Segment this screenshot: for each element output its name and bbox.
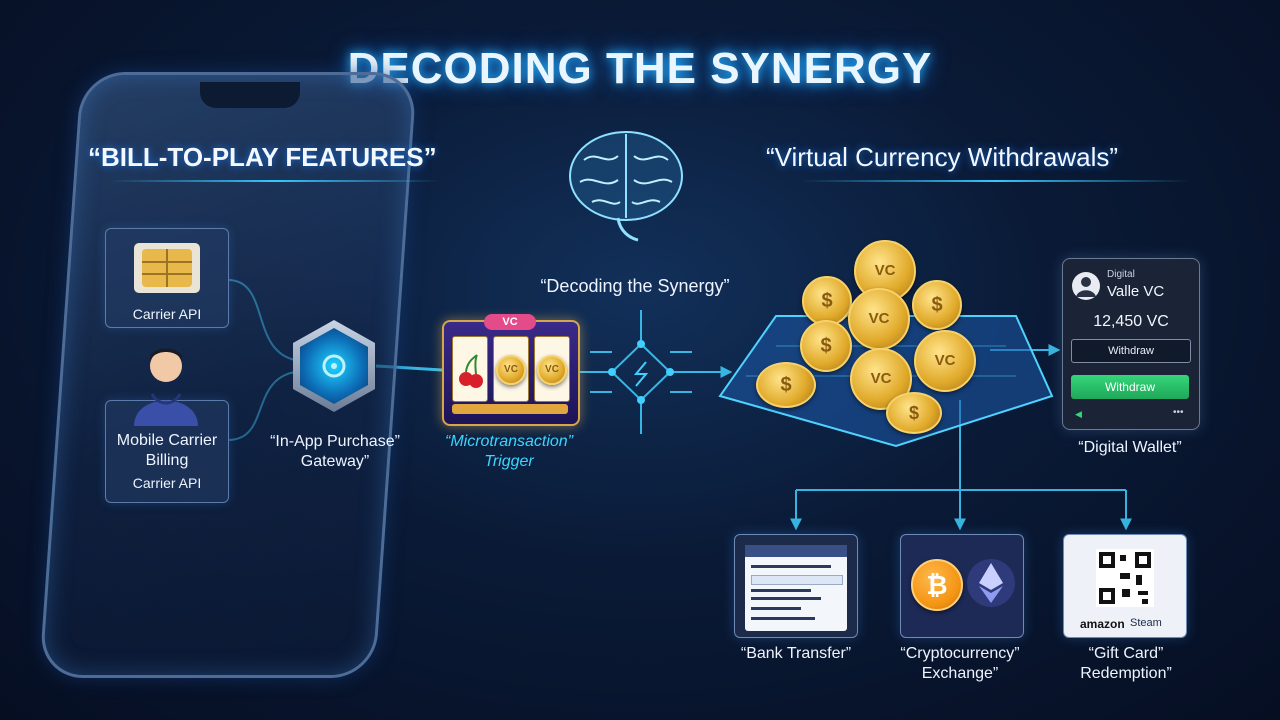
sim-card-icon [134, 243, 200, 293]
crypto-exchange-label: “Cryptocurrency” Exchange” [900, 645, 1020, 682]
ethereum-icon [967, 559, 1015, 607]
main-title: DECODING THE SYNERGY [347, 44, 933, 93]
slot-reel-mixed: VC [534, 336, 570, 402]
vc-coin: VC [850, 348, 912, 410]
slot-vc-coin: VC [496, 355, 526, 385]
mobile-billing-label: Mobile Carrier Billing [116, 432, 218, 469]
bank-form-preview [745, 545, 847, 631]
vc-coin: VC [848, 288, 910, 350]
dollar-coin: $ [886, 392, 942, 434]
wallet-more-icon[interactable]: ••• [1173, 407, 1184, 418]
gift-card-label: “Gift Card” Redemption” [1080, 645, 1172, 682]
left-heading-underline [110, 180, 440, 182]
gift-card-card: amazon Steam [1063, 534, 1187, 638]
withdraw-button[interactable]: Withdraw [1071, 375, 1189, 399]
digital-wallet-card: Digital Valle VC 12,450 VC Withdraw With… [1062, 258, 1200, 430]
right-heading-underline [800, 180, 1190, 182]
bolt-icon [633, 361, 649, 387]
gateway-label: “In-App Purchase” Gateway” [270, 433, 400, 470]
phone-notch [200, 82, 300, 108]
gateway-gear-icon [322, 354, 346, 378]
slot-badge: VC [484, 314, 536, 330]
right-section-heading: “Virtual Currency Withdrawals” [766, 142, 1119, 172]
slot-vc-coin-2: VC [537, 355, 567, 385]
wallet-small-label: Digital [1107, 269, 1135, 280]
crypto-exchange-card: ₿ [900, 534, 1024, 638]
slot-tray [452, 404, 568, 414]
coin-stack: VC $ VC $ $ VC VC $ $ [752, 210, 992, 434]
qr-code-icon [1096, 549, 1154, 607]
steam-logo: Steam [1130, 617, 1162, 629]
vc-coin: VC [914, 330, 976, 392]
digital-wallet-caption: “Digital Wallet” [1078, 439, 1182, 456]
bank-transfer-label: “Bank Transfer” [740, 645, 852, 662]
synergy-label: “Decoding the Synergy” [540, 276, 730, 296]
carrier-api-card: Carrier API [105, 228, 229, 328]
dollar-coin: $ [912, 280, 962, 330]
dollar-coin: $ [756, 362, 816, 408]
trigger-label: “Microtransaction” Trigger [444, 433, 574, 470]
diamond-in-arrows [590, 351, 692, 393]
dollar-coin: $ [800, 320, 852, 372]
carrier-api-label-bottom: Carrier API [132, 475, 202, 491]
slot-machine: VC VC VC [442, 314, 580, 426]
wallet-back-icon[interactable]: ◀ [1075, 409, 1082, 419]
slot-reel-cherry [452, 336, 488, 402]
diamond-node [610, 342, 672, 402]
bank-transfer-card [734, 534, 858, 638]
wallet-balance: 12,450 VC [1093, 313, 1169, 330]
amazon-logo: amazon [1080, 617, 1125, 631]
carrier-api-label-top: Carrier API [132, 306, 202, 322]
withdraw-outline-button[interactable]: Withdraw [1071, 339, 1191, 363]
left-section-heading: “BILL-TO-PLAY FEATURES” [88, 142, 437, 172]
wallet-avatar-icon [1072, 272, 1100, 300]
user-avatar-icon [134, 348, 198, 426]
dollar-coin: $ [802, 276, 852, 326]
brain-icon [569, 131, 683, 242]
bitcoin-icon: ₿ [911, 559, 963, 611]
slot-reel-vc: VC [493, 336, 529, 402]
wallet-name: Valle VC [1107, 283, 1165, 300]
